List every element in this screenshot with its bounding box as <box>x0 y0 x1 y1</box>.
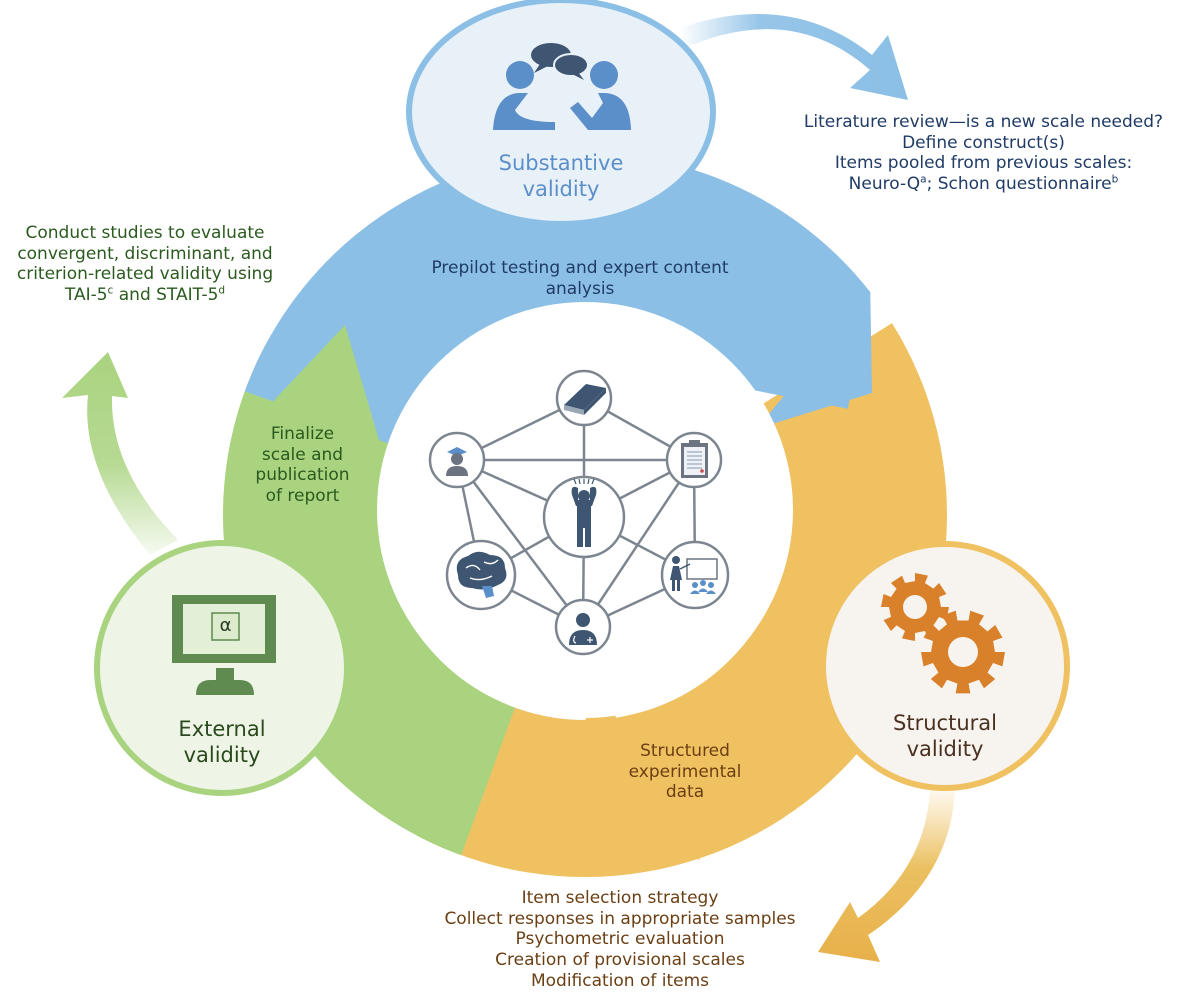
gear-large <box>921 610 1005 694</box>
note-text: ; Schon questionnaire <box>926 174 1112 195</box>
ring-arrowhead-structural <box>540 690 700 860</box>
network-graph <box>428 369 730 656</box>
label-line: Structured <box>640 741 730 761</box>
footnote-marker: c <box>107 284 114 297</box>
note-line: criterion-related validity using <box>16 264 274 285</box>
ring-arrowhead-external <box>232 325 382 450</box>
note-line: Item selection strategy <box>521 888 719 908</box>
footnote-marker: a <box>920 173 927 186</box>
note-text: Neuro-Q <box>848 174 921 195</box>
label-line: Finalize <box>270 424 335 444</box>
note-line: Items pooled from previous scales: <box>834 153 1133 174</box>
computer-alpha-icon <box>172 595 276 695</box>
brain-icon <box>456 551 507 598</box>
note-line: TAI-5c and STAIT-5d <box>0 285 290 306</box>
ring-segment-structural <box>395 323 948 878</box>
title-line: validity <box>183 743 261 768</box>
gears-icon <box>881 573 1005 694</box>
segment-label-finalize: Finalize scale and publication of report <box>245 424 360 507</box>
note-text: and STAIT-5 <box>113 285 219 306</box>
note-line: Neuro-Qa; Schon questionnaireb <box>780 174 1187 195</box>
book-icon <box>564 384 606 415</box>
footnote-marker: b <box>1111 173 1119 186</box>
footnote-marker: d <box>218 284 226 297</box>
arrow-to-substantive-notes <box>680 13 908 100</box>
title-line: Structural <box>893 711 997 735</box>
label-line: data <box>665 782 705 803</box>
note-line: Define construct(s) <box>902 132 1065 153</box>
external-notes: Conduct studies to evaluate convergent, … <box>0 223 290 306</box>
structural-notes: Item selection strategy Collect response… <box>420 888 820 992</box>
title-line: validity <box>906 737 984 762</box>
people-conversation-icon <box>493 43 631 130</box>
segment-label-prepilot: Prepilot testing and expert content anal… <box>380 258 780 299</box>
note-line: Conduct studies to evaluate <box>25 223 265 243</box>
title-line: Substantive <box>498 151 624 175</box>
external-bubble <box>94 540 350 796</box>
gear-small <box>881 573 949 641</box>
doctor-icon <box>569 613 597 645</box>
segment-label-structured-data: Structured experimental data <box>620 741 750 803</box>
teacher-classroom-icon <box>670 556 718 594</box>
arrow-to-structural-notes <box>818 790 955 962</box>
alpha-symbol: α <box>219 615 232 636</box>
note-line: Collect responses in appropriate samples <box>444 908 796 929</box>
external-validity-title: External validity <box>122 716 322 769</box>
ring-arrowhead-substantive <box>756 292 872 429</box>
label-line: experimental <box>628 761 742 782</box>
arrow-to-external-notes <box>62 352 178 555</box>
graduate-icon <box>446 447 468 476</box>
label-line: Prepilot testing and expert content <box>431 258 729 278</box>
note-line: Literature review—is a new scale needed? <box>803 112 1164 132</box>
structural-validity-title: Structural validity <box>845 710 1045 763</box>
substantive-bubble <box>406 0 716 227</box>
stressed-person-icon <box>571 478 597 547</box>
note-line: Psychometric evaluation <box>515 929 725 950</box>
label-line: scale and <box>261 444 344 465</box>
title-line: validity <box>522 177 600 202</box>
note-line: convergent, discriminant, and <box>17 243 273 264</box>
label-line: of report <box>265 486 340 507</box>
label-line: publication <box>255 465 350 486</box>
ring-segment-substantive <box>244 152 871 445</box>
substantive-validity-title: Substantive validity <box>461 150 661 203</box>
clipboard-icon <box>681 440 708 478</box>
label-line: analysis <box>545 278 615 299</box>
note-line: Modification of items <box>530 970 710 991</box>
note-text: TAI-5 <box>64 285 108 306</box>
network-edge <box>581 459 696 628</box>
title-line: External <box>178 717 266 741</box>
substantive-notes: Literature review—is a new scale needed?… <box>780 112 1187 195</box>
note-line: Creation of provisional scales <box>495 950 745 971</box>
network-edge <box>456 459 584 628</box>
structural-bubble <box>820 541 1070 791</box>
